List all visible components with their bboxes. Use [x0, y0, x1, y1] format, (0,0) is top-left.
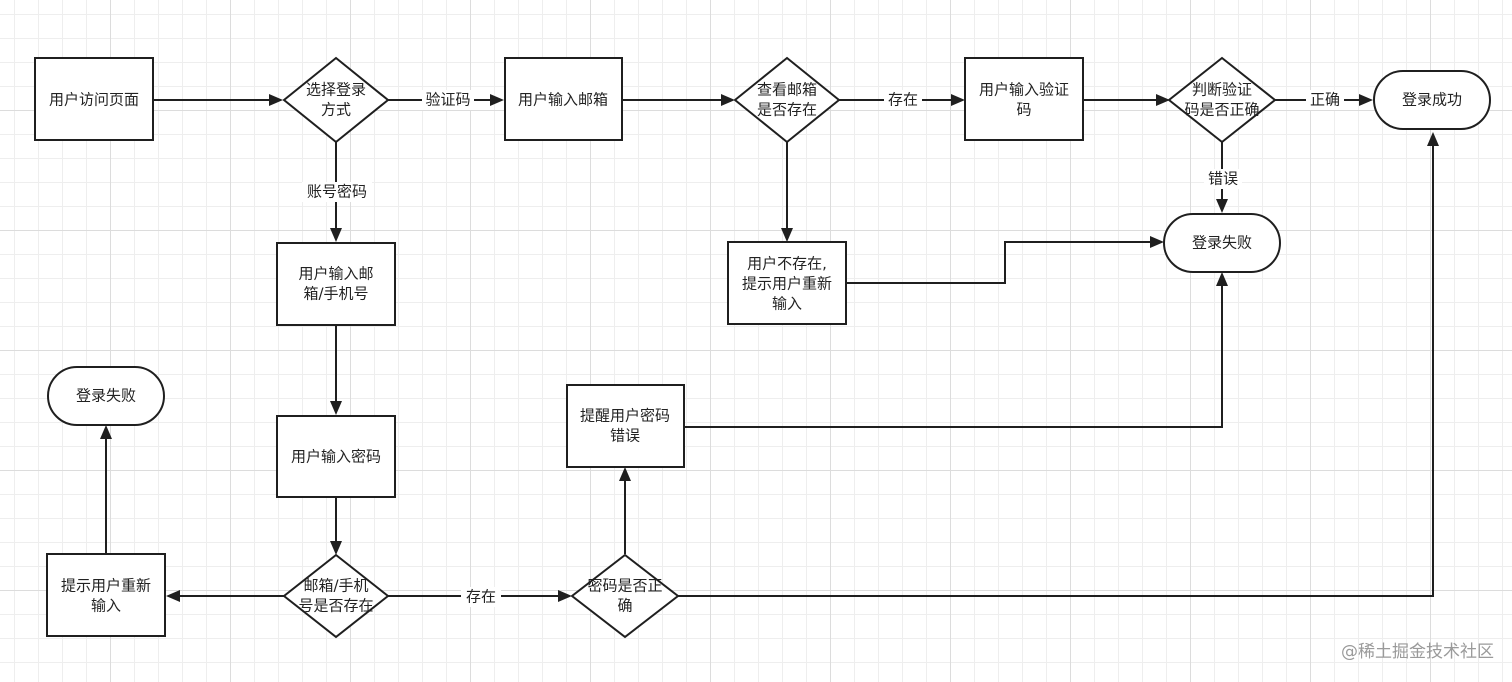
svg-text:是否存在: 是否存在 — [757, 101, 817, 119]
svg-text:登录成功: 登录成功 — [1402, 91, 1462, 109]
edge-pwdcorrect-to-success — [678, 132, 1439, 597]
node-enter-password: 用户输入密码 — [276, 415, 396, 498]
svg-text:判断验证: 判断验证 — [1192, 81, 1252, 99]
svg-text:箱/手机号: 箱/手机号 — [303, 285, 368, 303]
svg-text:提示用户重新: 提示用户重新 — [61, 577, 151, 595]
svg-text:邮箱/手机: 邮箱/手机 — [303, 577, 368, 595]
label-wrong: 错误 — [1204, 169, 1242, 189]
label-exists-bottom: 存在 — [461, 587, 501, 607]
svg-text:用户输入密码: 用户输入密码 — [291, 448, 381, 466]
label-verification-code: 验证码 — [422, 90, 474, 110]
node-user-not-exist: 用户不存在, 提示用户重新 输入 — [727, 241, 847, 325]
edge-reenter-to-fail — [100, 425, 112, 554]
edge-check-to-notexist — [781, 142, 793, 242]
svg-text:验证码: 验证码 — [425, 91, 470, 109]
svg-text:提醒用户密码: 提醒用户密码 — [580, 407, 670, 425]
svg-text:用户输入邮: 用户输入邮 — [298, 265, 373, 283]
label-exists-top: 存在 — [884, 90, 922, 110]
edge-visit-to-choose — [153, 94, 283, 106]
svg-text:用户输入验证: 用户输入验证 — [979, 81, 1069, 99]
node-choose-login-method: 选择登录 方式 — [282, 56, 390, 144]
svg-text:正确: 正确 — [1310, 91, 1340, 109]
svg-text:错误: 错误 — [1208, 170, 1238, 188]
svg-text:错误: 错误 — [610, 427, 640, 445]
edge-notexist-to-fail — [846, 236, 1164, 284]
svg-text:用户访问页面: 用户访问页面 — [49, 91, 139, 109]
node-login-fail-right: 登录失败 — [1163, 213, 1281, 273]
node-password-correct: 密码是否正 确 — [570, 553, 680, 639]
svg-text:选择登录: 选择登录 — [306, 81, 366, 99]
node-check-email-exists: 查看邮箱 是否存在 — [733, 56, 841, 144]
node-login-success: 登录成功 — [1373, 70, 1491, 130]
label-correct: 正确 — [1306, 90, 1344, 110]
svg-text:账号密码: 账号密码 — [307, 183, 367, 201]
edge-account-to-password — [330, 325, 342, 415]
node-login-fail-left: 登录失败 — [47, 366, 165, 426]
node-password-error: 提醒用户密码 错误 — [566, 384, 685, 468]
edge-exists-to-reenter — [166, 590, 284, 602]
svg-text:登录失败: 登录失败 — [1192, 234, 1252, 252]
svg-text:输入: 输入 — [91, 597, 121, 615]
svg-text:号是否存在: 号是否存在 — [298, 597, 373, 615]
svg-text:存在: 存在 — [466, 588, 496, 606]
watermark: @稀土掘金技术社区 — [1341, 642, 1494, 662]
svg-text:输入: 输入 — [772, 295, 802, 313]
svg-text:方式: 方式 — [321, 101, 351, 119]
svg-text:用户不存在,: 用户不存在, — [747, 255, 827, 273]
node-enter-account: 用户输入邮 箱/手机号 — [276, 242, 396, 326]
node-enter-email: 用户输入邮箱 — [504, 57, 623, 141]
svg-text:存在: 存在 — [888, 91, 918, 109]
edge-password-to-exists — [330, 497, 342, 555]
node-enter-code: 用户输入验证 码 — [964, 57, 1084, 141]
svg-text:码: 码 — [1016, 101, 1031, 119]
edge-code-to-verify — [1083, 94, 1170, 106]
svg-text:用户输入邮箱: 用户输入邮箱 — [518, 91, 608, 109]
svg-text:查看邮箱: 查看邮箱 — [757, 81, 817, 99]
node-prompt-reenter: 提示用户重新 输入 — [46, 553, 166, 637]
svg-text:确: 确 — [617, 597, 632, 615]
edge-pwdcorrect-to-error — [619, 467, 631, 554]
svg-text:密码是否正: 密码是否正 — [587, 577, 662, 595]
edge-error-to-fail — [684, 272, 1228, 428]
node-visit-page: 用户访问页面 — [34, 57, 154, 141]
node-verify-code: 判断验证 码是否正确 — [1167, 56, 1277, 144]
svg-text:码是否正确: 码是否正确 — [1184, 101, 1259, 119]
label-account-password: 账号密码 — [302, 182, 372, 202]
svg-text:登录失败: 登录失败 — [76, 387, 136, 405]
edge-email-to-check — [622, 94, 735, 106]
svg-text:提示用户重新: 提示用户重新 — [742, 275, 832, 293]
node-account-exists: 邮箱/手机 号是否存在 — [282, 553, 390, 639]
